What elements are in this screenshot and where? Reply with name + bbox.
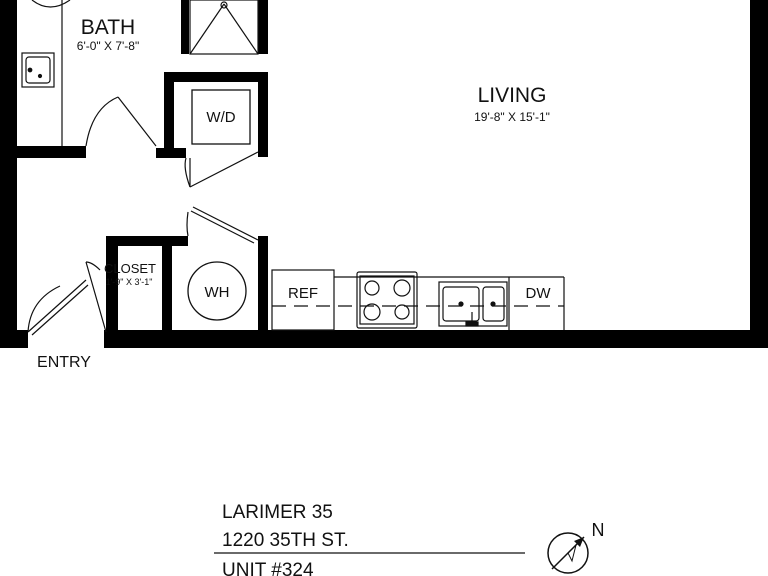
dishwasher-label: DW: [526, 285, 552, 302]
exterior-walls: [0, 0, 768, 348]
north-arrow-icon: [547, 532, 589, 574]
building-unit: UNIT #324: [222, 560, 314, 576]
north-label: N: [592, 520, 605, 540]
kitchen-counter: [271, 269, 565, 331]
shower: [189, 0, 259, 55]
doors: [27, 96, 259, 336]
water-heater: WH: [187, 261, 247, 321]
interior-walls: [0, 0, 268, 332]
range: [356, 271, 418, 329]
washer-dryer: W/D: [191, 89, 251, 145]
kitchen-sink: [438, 281, 508, 327]
entry-label: ENTRY: [37, 354, 91, 371]
living-room-dims: 19'-8" X 15'-1": [474, 110, 550, 124]
building-address: 1220 35TH ST.: [222, 530, 349, 551]
refrigerator-label: REF: [288, 285, 318, 302]
living-room-name: LIVING: [478, 84, 547, 107]
closet-room-name: CLOSET: [104, 261, 156, 276]
bath-room-dims: 6'-0" X 7'-8": [77, 39, 139, 53]
building-name: LARIMER 35: [222, 502, 333, 523]
water-heater-label: WH: [205, 284, 230, 301]
washer-dryer-label: W/D: [206, 109, 235, 126]
closet-room-dims: 1'-9" X 3'-1": [106, 277, 153, 287]
bath-fixtures: [21, 0, 71, 146]
bath-room-name: BATH: [81, 16, 135, 39]
